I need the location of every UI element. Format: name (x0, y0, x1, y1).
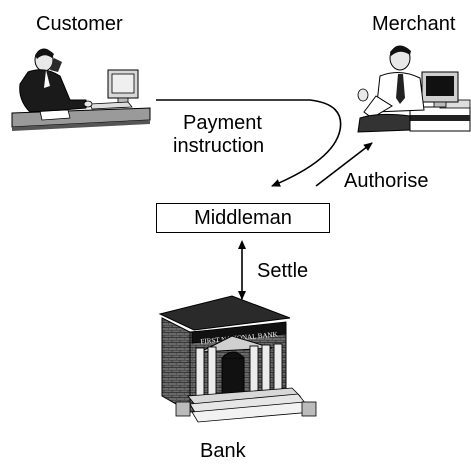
bank-label: Bank (200, 440, 246, 462)
settle-label: Settle (257, 260, 309, 282)
merchant-at-computer-icon (357, 45, 471, 133)
authorise-label: Authorise (344, 170, 429, 192)
payment-instruction-label-line1: Payment (183, 112, 262, 134)
bank-building-icon: FIRST NATIONAL BANK (158, 295, 317, 423)
customer-at-computer-icon (11, 48, 151, 131)
merchant-label: Merchant (372, 13, 456, 35)
authorise-arrow (315, 142, 373, 187)
payment-instruction-label-line2: instruction (173, 135, 265, 157)
middleman-label: Middleman (194, 206, 292, 229)
payment-instruction-arrow (156, 99, 342, 187)
middleman-box: Middleman (156, 203, 330, 233)
customer-label: Customer (36, 13, 123, 35)
